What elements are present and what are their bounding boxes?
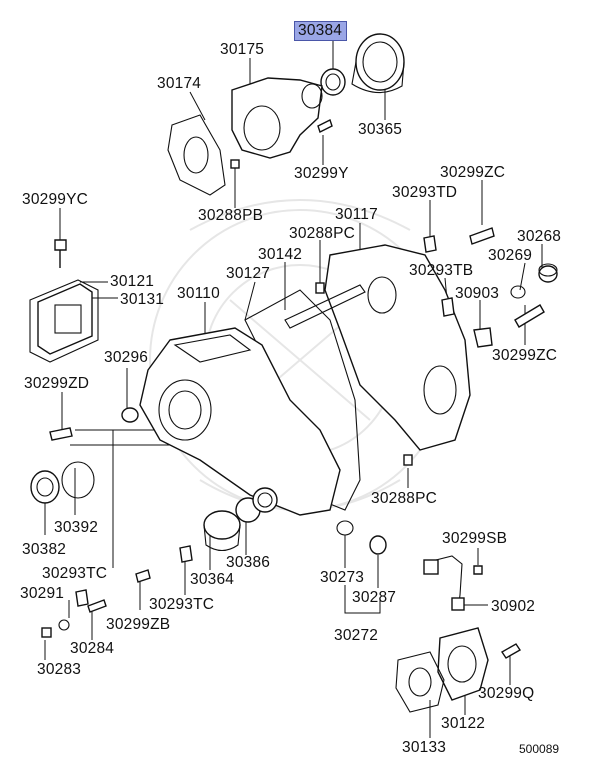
label-30117[interactable]: 30117 [335, 206, 378, 223]
label-30392[interactable]: 30392 [54, 519, 99, 536]
label-30364[interactable]: 30364 [190, 571, 235, 588]
label-30288PB[interactable]: 30288PB [198, 207, 264, 224]
label-30288PC-top[interactable]: 30288PC [289, 225, 356, 242]
part-30293TD-shape [423, 235, 437, 253]
label-30287[interactable]: 30287 [352, 589, 397, 606]
part-30142-shape [284, 284, 366, 329]
part-30175-shape [231, 77, 323, 159]
label-30293TC-bottom[interactable]: 30293TC [149, 596, 215, 613]
label-30133[interactable]: 30133 [402, 739, 447, 756]
part-30384-shape [320, 68, 346, 96]
part-30902-shape [423, 555, 465, 611]
part-30299ZC-bolt-right [514, 304, 545, 328]
part-30392-shape [61, 461, 95, 499]
label-30293TD[interactable]: 30293TD [392, 184, 458, 201]
label-30284[interactable]: 30284 [70, 640, 115, 657]
part-30133-shape [395, 651, 445, 713]
label-30272[interactable]: 30272 [334, 627, 379, 644]
label-30384-highlighted[interactable]: 30384 [294, 21, 348, 41]
label-30142[interactable]: 30142 [258, 246, 303, 263]
part-30288PB-dowel [230, 159, 240, 169]
label-30299Y[interactable]: 30299Y [294, 165, 349, 182]
part-30287-shape [369, 535, 387, 555]
label-30386[interactable]: 30386 [226, 554, 271, 571]
part-30121-30131-shape [29, 279, 99, 363]
diagram-id: 500089 [519, 742, 560, 756]
part-30122-shape [437, 627, 489, 701]
label-30283[interactable]: 30283 [37, 661, 82, 678]
part-30903-shape [473, 327, 493, 348]
part-30268-shape [538, 263, 558, 283]
part-30110-shape [139, 327, 341, 516]
part-30299Y-bolt [317, 119, 333, 133]
label-30131[interactable]: 30131 [120, 291, 165, 308]
part-30299Q-bolt [501, 643, 521, 659]
label-30299ZC-top[interactable]: 30299ZC [440, 164, 506, 181]
part-30284-stud [87, 599, 107, 613]
label-30382[interactable]: 30382 [22, 541, 67, 558]
label-30127[interactable]: 30127 [226, 265, 271, 282]
part-30293TC-shape-left [75, 589, 89, 607]
part-30299ZB-bolt [135, 569, 151, 583]
label-30288PC-bottom[interactable]: 30288PC [371, 490, 438, 507]
label-30269[interactable]: 30269 [488, 247, 533, 264]
part-30299YC-bolt [54, 239, 67, 268]
part-30283-washer [58, 619, 70, 631]
label-30122[interactable]: 30122 [441, 715, 486, 732]
part-30291-nut [41, 627, 52, 638]
label-30268[interactable]: 30268 [517, 228, 562, 245]
part-30386-shape [235, 487, 278, 523]
part-30382-shape [30, 470, 60, 504]
part-30174-shape [167, 114, 226, 196]
label-30291[interactable]: 30291 [20, 585, 65, 602]
part-30299ZC-bolt-top [469, 227, 495, 245]
label-30273[interactable]: 30273 [320, 569, 365, 586]
part-30296-shape [121, 407, 139, 423]
label-30110[interactable]: 30110 [177, 285, 220, 302]
part-30293TB-shape [441, 297, 455, 317]
label-30293TB[interactable]: 30293TB [409, 262, 474, 279]
label-30365[interactable]: 30365 [358, 121, 403, 138]
label-30175[interactable]: 30175 [220, 41, 265, 58]
part-30288PC-dowel-bottom [403, 454, 413, 466]
part-30365-shape [351, 33, 405, 94]
part-30273-shape [336, 520, 354, 536]
part-30364-shape [203, 510, 241, 552]
label-30121[interactable]: 30121 [110, 273, 155, 290]
part-30269-shape [510, 285, 526, 299]
label-30299SB[interactable]: 30299SB [442, 530, 508, 547]
label-30299ZC-right[interactable]: 30299ZC [492, 347, 558, 364]
part-30293TC-shape-bottom [179, 545, 193, 563]
label-30903[interactable]: 30903 [455, 285, 500, 302]
part-30299ZD-bolt [49, 427, 73, 441]
label-30296[interactable]: 30296 [104, 349, 149, 366]
label-30174[interactable]: 30174 [157, 75, 202, 92]
label-30293TC-left[interactable]: 30293TC [42, 565, 108, 582]
part-30288PC-dowel-top [315, 282, 325, 294]
part-30299SB-screw [473, 565, 483, 575]
part-shapes [29, 33, 558, 713]
label-30299Q[interactable]: 30299Q [478, 685, 535, 702]
label-30299ZB[interactable]: 30299ZB [106, 616, 171, 633]
label-30299YC[interactable]: 30299YC [22, 191, 89, 208]
label-30299ZD[interactable]: 30299ZD [24, 375, 90, 392]
part-30117-shape [324, 244, 471, 451]
label-30902[interactable]: 30902 [491, 598, 536, 615]
